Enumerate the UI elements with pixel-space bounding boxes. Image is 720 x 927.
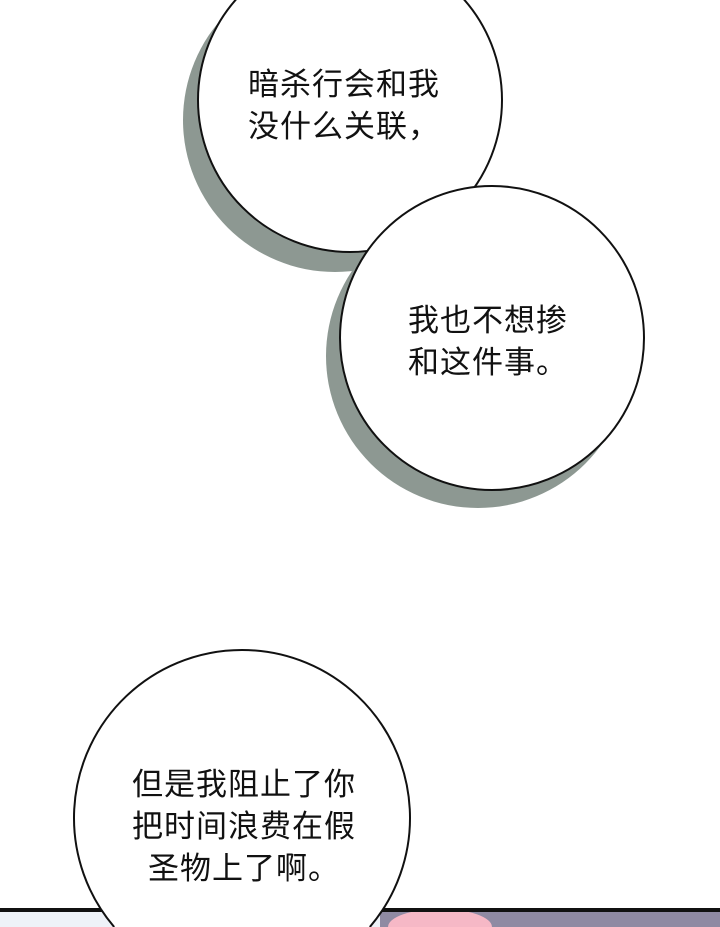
text-line: 把时间浪费在假 [132, 809, 356, 845]
text-line: 和这件事。 [408, 345, 568, 381]
text-line: 圣物上了啊。 [148, 851, 340, 887]
speech-bubble-3-outline [73, 649, 411, 927]
text-line: 但是我阻止了你 [132, 767, 356, 803]
character-hair [388, 909, 492, 927]
bubble-1-text: 暗杀行会和我 没什么关联， [248, 64, 440, 148]
text-line: 没什么关联， [248, 109, 440, 145]
speech-bubble-1 [197, 0, 503, 253]
bubble-2-text: 我也不想掺 和这件事。 [408, 300, 568, 384]
bubble-3-text: 但是我阻止了你 把时间浪费在假 圣物上了啊。 [118, 764, 370, 890]
speech-bubble-2 [339, 185, 645, 491]
text-line: 暗杀行会和我 [248, 67, 440, 103]
text-line: 我也不想掺 [408, 303, 568, 339]
speech-bubble-3 [74, 649, 411, 927]
